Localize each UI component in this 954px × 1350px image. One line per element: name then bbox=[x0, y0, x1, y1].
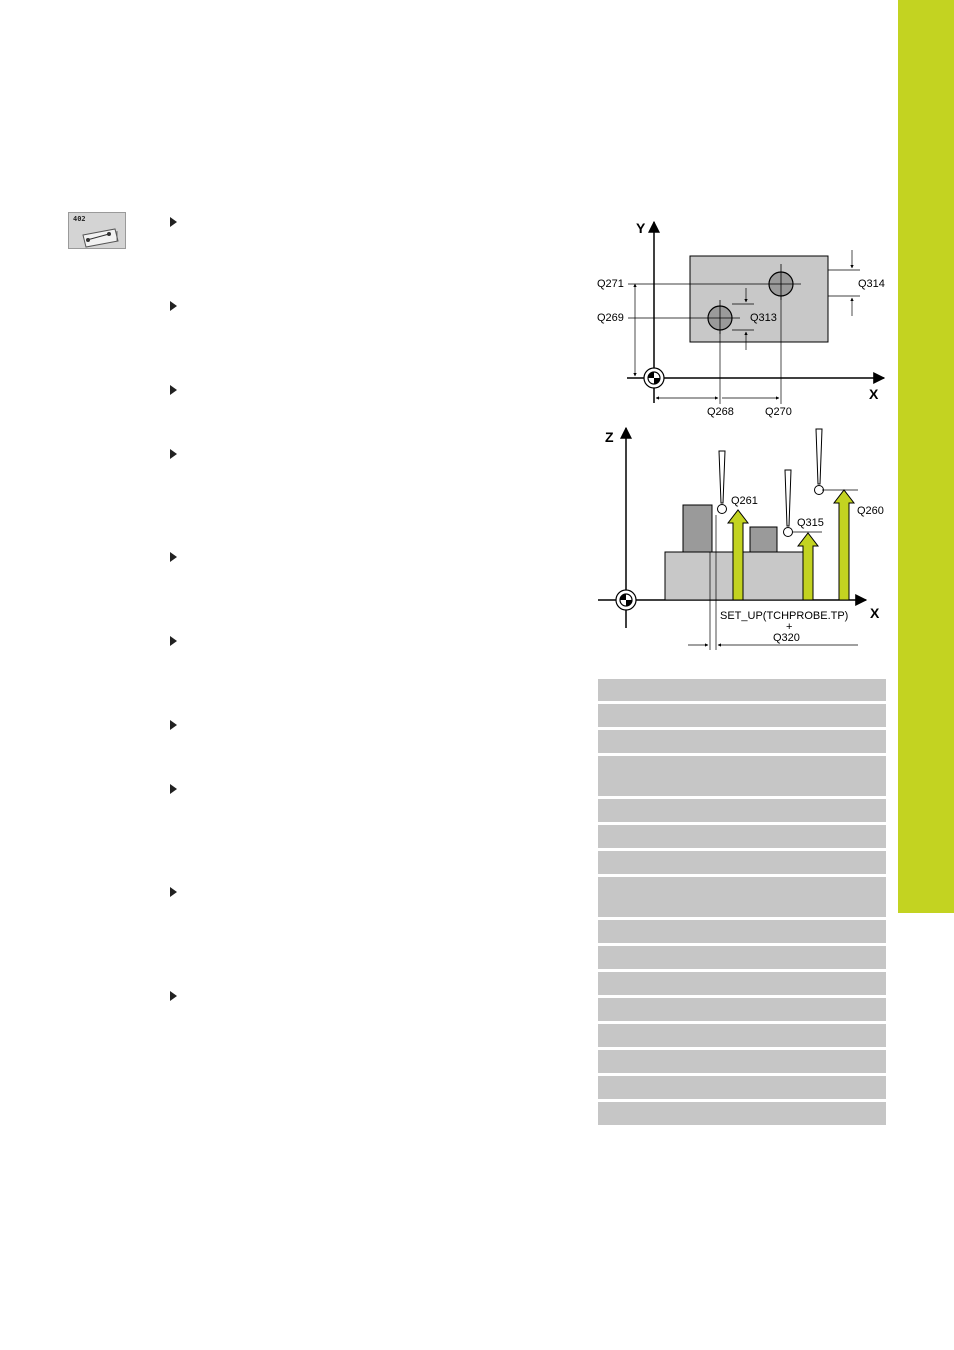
param-bullet-9 bbox=[170, 887, 177, 897]
table-row bbox=[598, 679, 886, 701]
q313-label: Q313 bbox=[750, 312, 777, 324]
table-row bbox=[598, 756, 886, 796]
rotated-part-icon bbox=[82, 228, 119, 248]
param-bullet-4 bbox=[170, 449, 177, 459]
q320-label: Q320 bbox=[773, 632, 800, 644]
top-view-diagram: Y X Q271 Q269 Q268 Q270 Q313 Q314 bbox=[597, 220, 886, 418]
q268-label: Q268 bbox=[707, 406, 734, 418]
q314-label: Q314 bbox=[858, 278, 885, 290]
cycle-number: 402 bbox=[73, 215, 86, 223]
plus-label: + bbox=[786, 621, 792, 633]
table-row bbox=[598, 704, 886, 727]
table-row bbox=[598, 946, 886, 969]
y-axis-label: Y bbox=[636, 220, 646, 236]
workpiece-top bbox=[689, 255, 829, 343]
parameter-table bbox=[598, 679, 886, 1128]
chapter-side-tab bbox=[898, 0, 954, 913]
param-bullet-10 bbox=[170, 991, 177, 1001]
arrow-q261 bbox=[726, 509, 750, 601]
z-axis-label: Z bbox=[605, 429, 614, 445]
q270-label: Q270 bbox=[765, 406, 792, 418]
arrow-q260 bbox=[832, 489, 856, 601]
table-row bbox=[598, 799, 886, 822]
q269-label: Q269 bbox=[597, 312, 624, 324]
table-row bbox=[598, 1076, 886, 1099]
arrow-q315 bbox=[796, 532, 820, 601]
stylus-1 bbox=[718, 450, 726, 504]
table-row bbox=[598, 730, 886, 753]
q271-label: Q271 bbox=[597, 278, 624, 290]
param-bullet-2 bbox=[170, 301, 177, 311]
param-bullet-8 bbox=[170, 784, 177, 794]
q260-label: Q260 bbox=[857, 505, 884, 517]
table-row bbox=[598, 877, 886, 917]
x-axis-label: X bbox=[869, 386, 879, 402]
param-bullet-3 bbox=[170, 385, 177, 395]
param-bullet-1 bbox=[170, 217, 177, 227]
table-row bbox=[598, 1050, 886, 1073]
param-bullet-7 bbox=[170, 720, 177, 730]
param-bullet-5 bbox=[170, 552, 177, 562]
x-axis-label-2: X bbox=[870, 605, 880, 621]
param-bullet-6 bbox=[170, 636, 177, 646]
q261-label: Q261 bbox=[731, 495, 758, 507]
table-row bbox=[598, 851, 886, 874]
stylus-3 bbox=[815, 428, 823, 485]
table-row bbox=[598, 825, 886, 848]
q315-label: Q315 bbox=[797, 517, 824, 529]
table-row bbox=[598, 920, 886, 943]
boss-2 bbox=[749, 526, 778, 553]
boss-1 bbox=[682, 504, 713, 553]
cycle-402-softkey-icon[interactable]: 402 bbox=[68, 212, 126, 249]
table-row bbox=[598, 972, 886, 995]
stylus-2 bbox=[784, 469, 792, 527]
setup-label: SET_UP(TCHPROBE.TP) bbox=[720, 610, 848, 622]
table-row bbox=[598, 1024, 886, 1047]
table-row bbox=[598, 1102, 886, 1125]
table-row bbox=[598, 998, 886, 1021]
side-view-diagram: Z X Q261 Q315 Q260 SET_UP(TCHPROBE.TP) +… bbox=[598, 426, 884, 650]
